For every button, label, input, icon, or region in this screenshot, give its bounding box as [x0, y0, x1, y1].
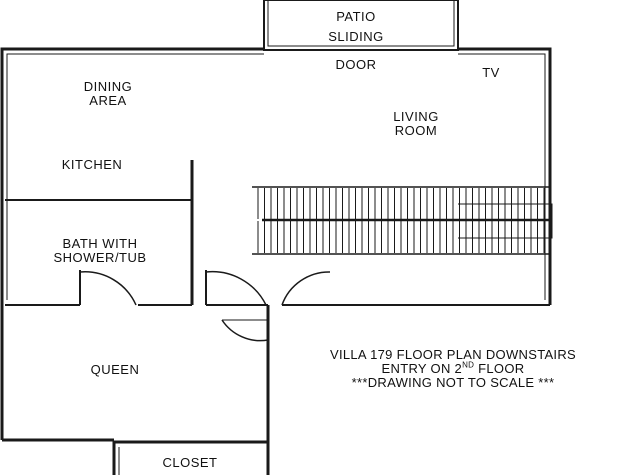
entry-note: ENTRY ON 2ND FLOOR [381, 360, 525, 376]
closet-walls [112, 440, 268, 475]
queen-door-swing [221, 319, 269, 342]
staircase [252, 186, 553, 255]
bath-door-swing [79, 271, 137, 306]
patio-box [263, 0, 459, 51]
living-label-line2: ROOM [394, 123, 438, 138]
sliding-label: SLIDING [328, 29, 384, 44]
hall-door-swing-right [281, 271, 331, 306]
kitchen-label: KITCHEN [61, 157, 123, 172]
patio-label: PATIO [336, 9, 376, 24]
bath-bottom-wall [5, 270, 192, 306]
queen-label: QUEEN [90, 362, 140, 377]
hall-walls [205, 270, 550, 320]
scale-note: ***DRAWING NOT TO SCALE *** [351, 375, 555, 390]
closet-label: CLOSET [162, 455, 218, 470]
hall-door-swing-left [205, 270, 267, 306]
living-label-line1: LIVING [393, 109, 439, 124]
bath-label-line1: BATH WITH [62, 236, 138, 251]
outer-wall-inner-lines [6, 53, 546, 300]
tv-label: TV [482, 65, 500, 80]
bath-label-line2: SHOWER/TUB [53, 250, 147, 265]
plan-title-note: VILLA 179 FLOOR PLAN DOWNSTAIRS [329, 347, 577, 362]
dining-label-line2: AREA [89, 93, 127, 108]
dining-label-line1: DINING [83, 79, 133, 94]
door-label: DOOR [335, 57, 377, 72]
